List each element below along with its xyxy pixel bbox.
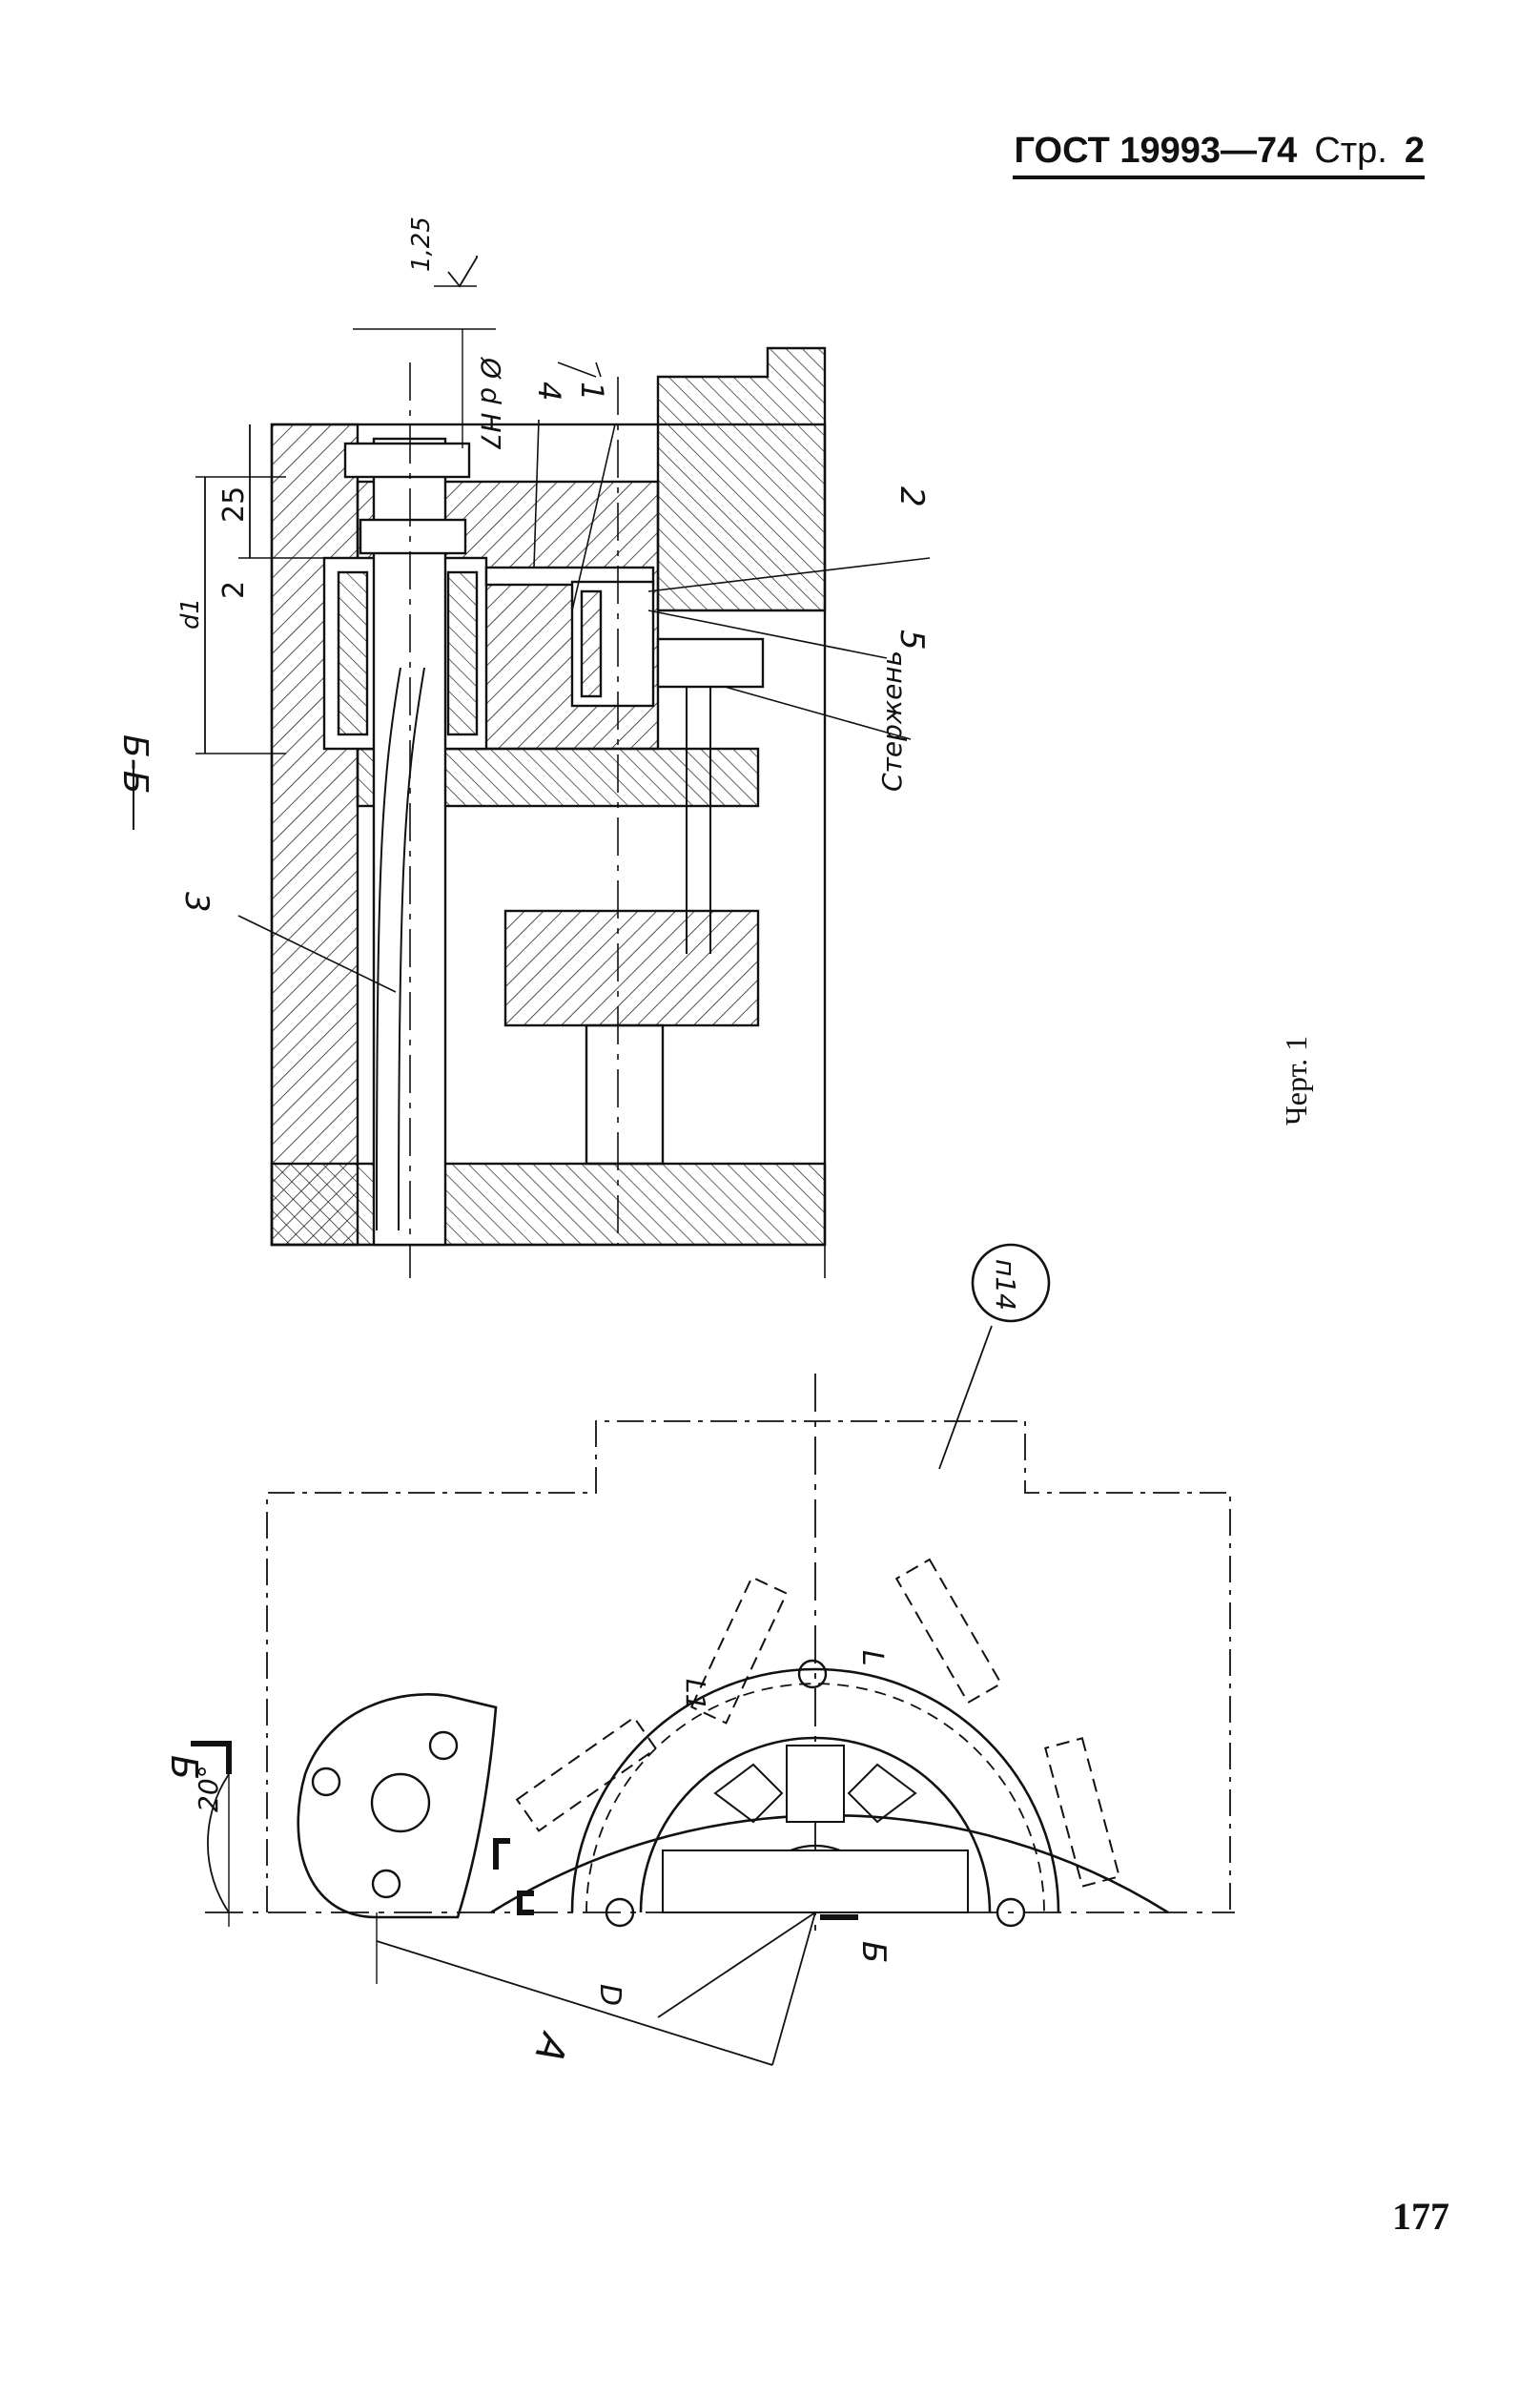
dimension-L-label: L — [855, 1650, 889, 1666]
plan-view — [191, 1243, 1235, 2066]
top-plate — [270, 423, 359, 1247]
flange — [297, 1693, 498, 1919]
dimension-D-label: D — [593, 1984, 626, 2006]
dimension-A-line — [376, 1940, 773, 2066]
callout-5: 5 — [893, 630, 931, 651]
callout-3: 3 — [177, 892, 216, 913]
ejector-plate — [503, 909, 760, 1027]
dimension-2: 2 — [217, 581, 251, 599]
detail-callout: п14 — [990, 1259, 1021, 1311]
inner-arc — [639, 1736, 992, 1913]
flange-centre-hole — [370, 1772, 431, 1833]
callout-1: 1 — [574, 382, 610, 401]
figure-caption: Черт. 1 — [1279, 1036, 1313, 1126]
housing-right — [656, 346, 827, 612]
detail-balloon — [971, 1243, 1051, 1323]
section-mark-bottom-label: Б — [854, 1941, 893, 1963]
surface-finish-label: 1,25 — [407, 217, 436, 272]
page-word: Стр. — [1314, 131, 1387, 171]
gear-plate — [484, 566, 655, 587]
rod-label: Стержень — [876, 651, 908, 792]
surface-finish-mark — [447, 256, 478, 288]
pitch-arc — [570, 1667, 1060, 1913]
plate-boundary — [266, 1420, 1231, 1912]
radial-slides — [515, 1558, 1120, 1888]
section-view — [133, 256, 931, 1278]
dimension-d1: d1 — [176, 598, 205, 630]
dimension-L1-label: L1 — [680, 1679, 711, 1710]
rod-head — [343, 442, 471, 479]
bottom-plate — [270, 1162, 827, 1247]
callout-4: 4 — [531, 382, 567, 401]
header-page-number: 2 — [1404, 131, 1425, 171]
angle-label: 20° — [193, 1765, 224, 1812]
standard-code: ГОСТ 19993—74 — [1014, 131, 1298, 171]
page-header: ГОСТ 19993—74 Стр. 2 — [1013, 113, 1425, 179]
dimension-25: 25 — [217, 486, 251, 523]
dimension-A-label: A — [525, 2026, 577, 2068]
ejector-pin-guide — [585, 1023, 665, 1166]
slide-block — [656, 637, 765, 689]
callout-2: 2 — [893, 486, 931, 507]
fit-label: Ø d H7 — [475, 357, 506, 450]
section-label: Б-Б — [115, 734, 154, 794]
page-number: 177 — [1392, 2195, 1449, 2238]
section-mark-top-label: Б — [163, 1755, 205, 1780]
